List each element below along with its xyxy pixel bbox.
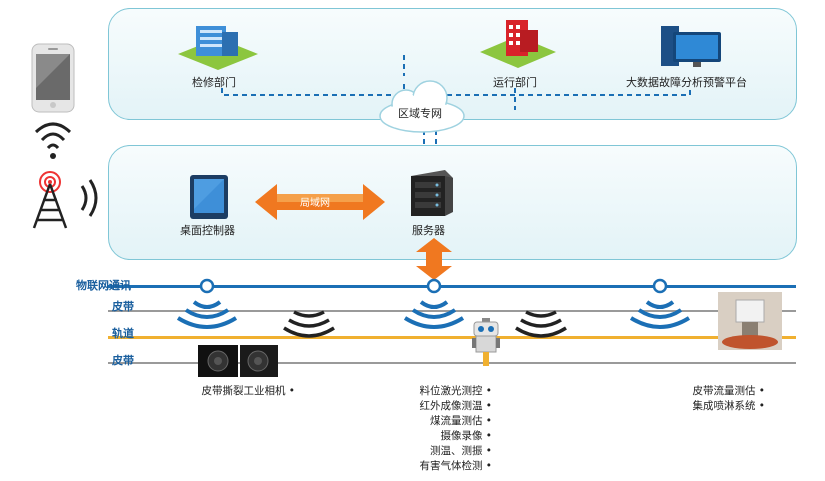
operations-dept-label: 运行部门	[493, 76, 537, 89]
feature-list-right: 皮带流量测估 集成喷淋系统	[692, 384, 765, 414]
computer-monitor-icon	[661, 26, 721, 67]
inspection-robot-icon	[472, 318, 500, 366]
iot-comm-line	[108, 285, 796, 288]
lan-double-arrow	[255, 184, 385, 220]
server-label: 服务器	[412, 224, 445, 237]
bigdata-platform-label: 大数据故障分析预警平台	[626, 76, 747, 89]
signal-waves-left	[283, 310, 335, 338]
signal-waves-right	[515, 310, 567, 338]
tablet-icon	[190, 175, 228, 219]
radio-tower-icon	[32, 171, 98, 229]
spray-system-photo	[718, 292, 782, 350]
smartphone-icon	[31, 43, 75, 113]
belt-bottom-label: 皮带	[112, 354, 134, 367]
blue-building-icon	[178, 26, 258, 70]
list-item: 有害气体检测	[419, 459, 492, 474]
rail-label: 轨道	[112, 327, 134, 340]
server-link-arrow	[416, 238, 452, 280]
cloud-icon	[379, 80, 465, 133]
list-item: 摄像录像	[419, 429, 492, 444]
list-item: 料位激光测控	[419, 384, 492, 399]
feature-list-center: 料位激光测控 红外成像测温 煤流量测估 摄像录像 测温、测振 有害气体检测	[419, 384, 492, 474]
list-item: 皮带流量测估	[692, 384, 765, 399]
red-building-icon	[480, 20, 556, 68]
desktop-controller-label: 桌面控制器	[180, 224, 235, 237]
list-item: 红外成像测温	[419, 399, 492, 414]
wireless-node-left	[176, 278, 238, 329]
lan-label: 局域网	[300, 198, 330, 209]
wireless-node-center	[403, 278, 465, 329]
iot-comm-label: 物联网通讯	[76, 279, 131, 292]
server-icon	[411, 170, 453, 216]
cloud-label: 区域专网	[398, 107, 442, 120]
wireless-node-right	[629, 278, 691, 329]
list-item: 测温、测振	[419, 444, 492, 459]
industrial-camera-icon	[198, 345, 278, 377]
belt-top-label: 皮带	[112, 300, 134, 313]
belt-line-bottom	[108, 362, 796, 364]
wifi-icon	[34, 122, 72, 159]
list-item: 集成喷淋系统	[692, 399, 765, 414]
maintenance-dept-label: 检修部门	[192, 76, 236, 89]
feature-list-left: 皮带撕裂工业相机	[201, 384, 295, 399]
list-item: 煤流量测估	[419, 414, 492, 429]
rail-line	[108, 336, 796, 339]
list-item: 皮带撕裂工业相机	[201, 384, 295, 399]
